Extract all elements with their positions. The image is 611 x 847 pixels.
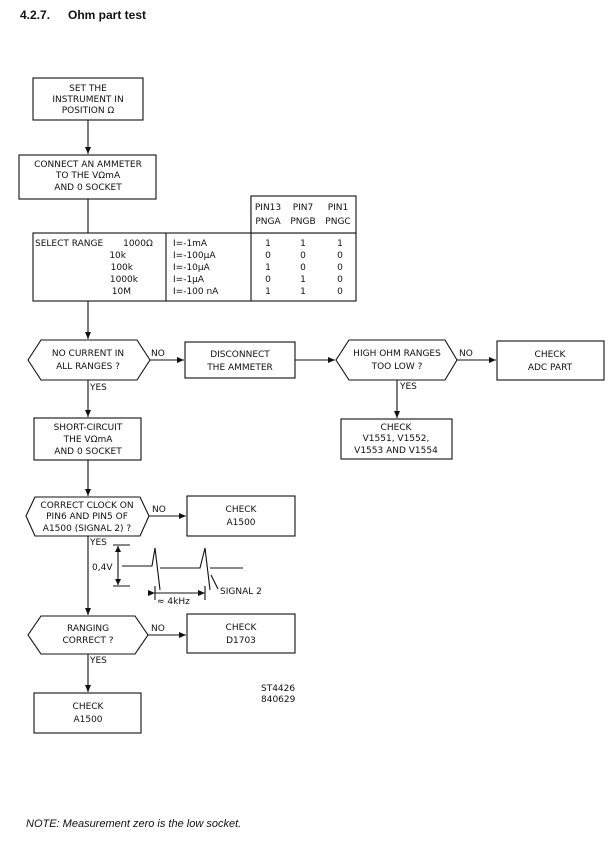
high-ohm-line-2: TOO LOW ? — [371, 362, 423, 372]
png-cell: 1 — [265, 239, 271, 249]
pin-header-3: PIN1 — [328, 203, 349, 213]
signal-2-label: SIGNAL 2 — [220, 587, 262, 597]
current-value: I=-1μA — [173, 275, 205, 285]
png-cell: 0 — [300, 251, 306, 261]
yes-label: YES — [89, 383, 107, 393]
range-table: PIN13 PIN7 PIN1 PNGA PNGB PNGC SELECT RA… — [32, 195, 357, 302]
png-cell: 1 — [265, 287, 271, 297]
png-header-3: PNGC — [325, 217, 350, 227]
clock-line-2: PIN6 AND PIN5 OF — [46, 512, 128, 522]
no-label: NO — [459, 349, 473, 359]
png-header-1: PNGA — [255, 217, 281, 227]
section-number: 4.2.7. — [20, 8, 51, 22]
png-cell: 0 — [337, 263, 343, 273]
current-value: I=-100 nA — [173, 287, 219, 297]
png-header-2: PNGB — [290, 217, 315, 227]
yes-label: YES — [89, 538, 107, 548]
high-ohm-line-1: HIGH OHM RANGES — [353, 349, 441, 359]
connect-ammeter-line-3: AND 0 SOCKET — [54, 183, 122, 193]
current-value: I=-100μA — [173, 251, 216, 261]
check-a1500-final-line-1: CHECK — [73, 702, 105, 712]
png-cell: 1 — [300, 239, 306, 249]
disconnect-ammeter-box: DISCONNECT THE AMMETER — [184, 341, 296, 379]
short-circuit-box: SHORT-CIRCUIT THE VΩmA AND 0 SOCKET — [33, 417, 142, 461]
short-circuit-line-1: SHORT-CIRCUIT — [54, 423, 123, 433]
check-adc-box: CHECK ADC PART — [496, 340, 605, 381]
check-a1500-clock-line-2: A1500 — [226, 518, 255, 528]
current-value: I=-10μA — [173, 263, 211, 273]
section-heading: 4.2.7. Ohm part test — [20, 8, 146, 22]
png-cell: 1 — [300, 287, 306, 297]
amplitude-label: 0,4V — [92, 563, 113, 573]
disconnect-line-1: DISCONNECT — [210, 350, 270, 360]
disconnect-line-2: THE AMMETER — [206, 363, 273, 373]
section-title: Ohm part test — [68, 8, 147, 22]
range-value: 10M — [112, 287, 131, 297]
check-a1500-clock-line-1: CHECK — [226, 505, 258, 515]
check-d1703-box: CHECK D1703 — [186, 613, 296, 654]
check-a1500-final-box: CHECK A1500 — [33, 692, 142, 734]
png-cell: 0 — [337, 287, 343, 297]
check-d1703-line-2: D1703 — [226, 636, 256, 646]
png-cell: 0 — [337, 251, 343, 261]
pin-header-1: PIN13 — [255, 203, 281, 213]
png-cell: 0 — [337, 275, 343, 285]
no-label: NO — [152, 505, 166, 515]
frequency-label: ≈ 4kHz — [157, 597, 190, 607]
check-v15-line-1: CHECK — [381, 423, 413, 433]
no-current-line-1: NO CURRENT IN — [52, 349, 124, 359]
short-circuit-line-3: AND 0 SOCKET — [54, 447, 122, 457]
no-label: NO — [151, 349, 165, 359]
yes-label: YES — [399, 382, 417, 392]
check-adc-line-2: ADC PART — [528, 363, 573, 373]
current-value: I=-1mA — [173, 239, 208, 249]
check-v15-line-2: V1551, V1552, — [363, 434, 430, 444]
set-instrument-line-3: POSITION Ω — [62, 106, 115, 116]
png-cell: 1 — [337, 239, 343, 249]
clock-line-3: A1500 (SIGNAL 2) ? — [43, 524, 132, 534]
png-cell: 0 — [265, 251, 271, 261]
signal-2-waveform: 0,4V ≈ 4kHz SIGNAL 2 — [92, 544, 262, 607]
range-value: 10k — [109, 251, 126, 261]
check-v15-box: CHECK V1551, V1552, V1553 AND V1554 — [340, 418, 453, 460]
doc-code-line-2: 840629 — [261, 695, 296, 705]
png-cell: 1 — [265, 263, 271, 273]
clock-line-1: CORRECT CLOCK ON — [40, 501, 133, 511]
doc-code-line-1: ST4426 — [261, 684, 295, 694]
footnote: NOTE: Measurement zero is the low socket… — [26, 818, 242, 830]
check-a1500-final-line-2: A1500 — [73, 715, 102, 725]
no-label: NO — [151, 624, 165, 634]
pin-header-2: PIN7 — [293, 203, 314, 213]
short-circuit-line-2: THE VΩmA — [63, 435, 114, 445]
connect-ammeter-line-2: TO THE VΩmA — [55, 171, 121, 181]
range-value: 1000k — [110, 275, 139, 285]
no-current-line-2: ALL RANGES ? — [56, 362, 120, 372]
connect-ammeter-line-1: CONNECT AN AMMETER — [34, 160, 142, 170]
png-cell: 0 — [265, 275, 271, 285]
range-value: 100k — [111, 263, 134, 273]
yes-label: YES — [89, 656, 107, 666]
set-instrument-line-2: INSTRUMENT IN — [52, 95, 123, 105]
png-cell: 0 — [300, 263, 306, 273]
png-cell: 1 — [300, 275, 306, 285]
range-value: 1000Ω — [123, 239, 153, 249]
check-a1500-clock-box: CHECK A1500 — [186, 495, 296, 537]
ranging-line-1: RANGING — [67, 624, 109, 634]
check-d1703-line-1: CHECK — [226, 623, 258, 633]
select-range-label: SELECT RANGE — [35, 239, 103, 249]
set-instrument-line-1: SET THE — [69, 84, 107, 94]
set-instrument-box: SET THE INSTRUMENT IN POSITION Ω — [32, 77, 144, 121]
check-adc-line-1: CHECK — [535, 350, 567, 360]
high-ohm-decision: HIGH OHM RANGES TOO LOW ? — [335, 339, 458, 381]
no-current-decision: NO CURRENT IN ALL RANGES ? — [27, 339, 151, 381]
check-v15-line-3: V1553 AND V1554 — [354, 446, 438, 456]
connect-ammeter-box: CONNECT AN AMMETER TO THE VΩmA AND 0 SOC… — [18, 154, 157, 200]
ranging-decision: RANGING CORRECT ? — [27, 615, 149, 655]
clock-decision: CORRECT CLOCK ON PIN6 AND PIN5 OF A1500 … — [25, 496, 150, 537]
ranging-line-2: CORRECT ? — [63, 636, 114, 646]
